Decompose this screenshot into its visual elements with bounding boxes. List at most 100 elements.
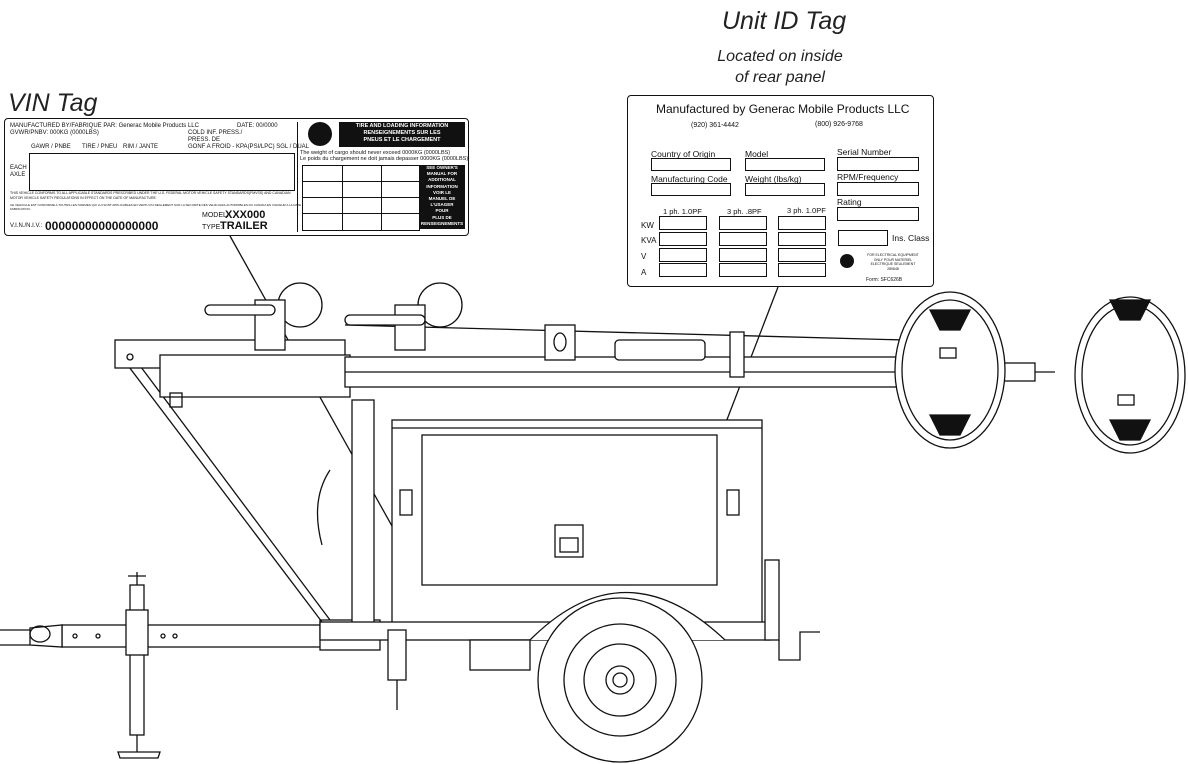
vin-owners-line-4: VOIR LE xyxy=(432,189,451,195)
unit-id-tag-location-line2: of rear panel xyxy=(735,69,825,86)
unit-3ph-08-label: 3 ph. .8PF xyxy=(727,207,762,216)
vin-tag-title: VIN Tag xyxy=(8,89,98,117)
front-brace xyxy=(119,354,323,623)
unit-country-box xyxy=(651,158,731,171)
vin-owners-line-0: SEE OWNER'S xyxy=(426,165,458,170)
front-brace-inner xyxy=(131,354,331,621)
unit-phone-2: (800) 926-9768 xyxy=(815,121,863,128)
vin-type-value: TRAILER xyxy=(220,220,268,232)
unit-v-label: V xyxy=(641,252,647,261)
vin-manufactured-by: MANUFACTURED BY/FABRIQUE PAR: Generac Mo… xyxy=(10,123,199,129)
vin-cold-inf-1: COLD INF. PRESS./ xyxy=(188,130,243,136)
unit-id-tag-location-line1: Located on inside xyxy=(717,48,843,65)
vin-col-rim: RIM / JANTE xyxy=(123,144,159,150)
vin-each: EACH xyxy=(10,165,27,171)
vin-tag: MANUFACTURED BY/FABRIQUE PAR: Generac Mo… xyxy=(4,118,469,236)
etl-listing-icon xyxy=(840,254,854,268)
unit-v-3ph-10-box xyxy=(778,248,826,262)
mast-post xyxy=(351,399,375,626)
vin-conform-2: MOTOR VEHICLE SAFETY REGULATIONS IN EFFE… xyxy=(10,196,157,200)
unit-serial-label: Serial Number xyxy=(837,147,892,157)
vin-owners-line-9: RENSEIGNEMENTS xyxy=(420,220,464,226)
unit-kw-1ph-box xyxy=(659,216,707,230)
unit-3ph-10-label: 3 ph. 1.0PF xyxy=(787,206,826,215)
unit-manufacturer: Manufactured by Generac Mobile Products … xyxy=(656,102,910,116)
vin-cold-inf-2: PRESS. DE xyxy=(188,137,221,143)
mast-winch xyxy=(204,282,745,378)
unit-rating-box xyxy=(837,207,919,221)
unit-kva-label: KVA xyxy=(641,236,657,245)
vin-model-label: MODEL: xyxy=(202,212,229,219)
vin-owners-line-5: MANUEL DE xyxy=(428,196,456,202)
unit-weight-label: Weight (lbs/kg) xyxy=(745,174,802,184)
vin-gvwr: GVWR/PNBV: 000KG (0000LBS) xyxy=(10,130,99,136)
unit-v-3ph-08-box xyxy=(719,248,767,262)
trailer-wheel xyxy=(537,597,703,763)
unit-a-3ph-08-box xyxy=(719,263,767,277)
unit-id-tag-location: Located on inside of rear panel xyxy=(690,46,870,88)
vin-owners-line-1: MANUAL FOR xyxy=(426,171,458,177)
unit-mfg-code-label: Manufacturing Code xyxy=(651,174,728,184)
vin-conform-1: THIS VEHICLE CONFORMS TO ALL APPLICABLE … xyxy=(10,191,291,195)
unit-country-label: Country of Origin xyxy=(651,149,716,159)
vin-tire-info-2: RENSEIGNEMENTS SUR LES xyxy=(363,130,441,136)
unit-ins-class-box xyxy=(838,230,888,246)
unit-v-1ph-box xyxy=(659,248,707,262)
rear-stand xyxy=(387,559,820,710)
unit-phone-1: (920) 361-4442 xyxy=(691,122,739,129)
vin-gonf: GONF A FROID - KPA(PSI/LPC) SGL / DUAL xyxy=(188,144,310,150)
vin-col-gawr: GAWR / PNBE xyxy=(31,144,71,150)
tongue-jack xyxy=(117,572,161,759)
unit-a-label: A xyxy=(641,268,647,277)
unit-kva-1ph-box xyxy=(659,232,707,246)
vin-owners-manual-note: SEE OWNER'S MANUAL FOR ADDITIONAL INFORM… xyxy=(419,165,465,229)
unit-kw-3ph-10-box xyxy=(778,216,826,230)
unit-kw-label: KW xyxy=(641,221,654,230)
vin-owners-line-7: POUR xyxy=(435,208,449,214)
vin-divider xyxy=(297,122,298,232)
unit-kva-3ph-10-box xyxy=(778,232,826,246)
unit-form: Form: SFC626B xyxy=(866,277,903,283)
unit-id-tag: Manufactured by Generac Mobile Products … xyxy=(627,95,934,287)
unit-serial-box xyxy=(837,157,919,171)
unit-fine-1: FOR ELECTRICAL EQUIPMENT xyxy=(867,253,919,257)
vin-cargo-2: Le poids du chargement ne doit jamais de… xyxy=(300,156,469,162)
unit-weight-box xyxy=(745,183,825,196)
generator-enclosure xyxy=(391,419,763,626)
unit-rpm-label: RPM/Frequency xyxy=(837,172,899,182)
vin-tire-info-banner: TIRE AND LOADING INFORMATION RENSEIGNEME… xyxy=(339,122,465,147)
vin-load-grid xyxy=(302,165,420,231)
unit-id-tag-title: Unit ID Tag xyxy=(722,7,847,35)
light-fixtures xyxy=(894,291,1186,454)
vin-tire-info-1: TIRE AND LOADING INFORMATION xyxy=(355,123,449,129)
unit-mfg-code-box xyxy=(651,183,731,196)
unit-fine-3: ELECTRIQUE SEULEMENT xyxy=(870,262,916,266)
unit-a-1ph-box xyxy=(659,263,707,277)
vin-date: DATE: 00/0000 xyxy=(237,123,278,129)
unit-1ph-label: 1 ph. 1.0PF xyxy=(663,207,702,216)
hose xyxy=(316,469,331,546)
fender-box xyxy=(469,639,531,671)
vin-model-value: XXX000 xyxy=(225,209,266,221)
unit-fine-2: ONLY POUR MATERIEL xyxy=(873,257,913,262)
vin-conform-fr-1: CE VEHICULE EST CONFORME A TOUTES LES NO… xyxy=(10,203,307,207)
vin-axle-box xyxy=(29,153,295,191)
unit-kva-3ph-08-box xyxy=(719,232,767,246)
vin-owners-line-6: L'USAGER xyxy=(430,202,454,208)
vin-conform-fr-2: FABRICATION. xyxy=(10,207,31,211)
vin-owners-line-3: INFORMATION xyxy=(426,183,458,189)
unit-rpm-box xyxy=(837,182,919,196)
vin-cargo-1: The weight of cargo should never exceed … xyxy=(300,150,451,156)
vin-value: 00000000000000000 xyxy=(45,219,159,233)
unit-ins-class-label: Ins. Class xyxy=(892,233,930,243)
unit-kw-3ph-08-box xyxy=(719,216,767,230)
vin-owners-line-2: ADDITIONAL xyxy=(428,177,456,183)
tire-icon xyxy=(308,122,332,146)
vin-tire-info-3: PNEUS ET LE CHARGEMENT xyxy=(363,137,441,143)
vin-type-label: TYPE: xyxy=(202,224,223,231)
vin-col-tire: TIRE / PNEU xyxy=(82,144,118,150)
unit-model-box xyxy=(745,158,825,171)
vin-axle: AXLE xyxy=(10,172,26,178)
unit-fine-print: FOR ELECTRICAL EQUIPMENT ONLY POUR MATER… xyxy=(862,253,924,271)
